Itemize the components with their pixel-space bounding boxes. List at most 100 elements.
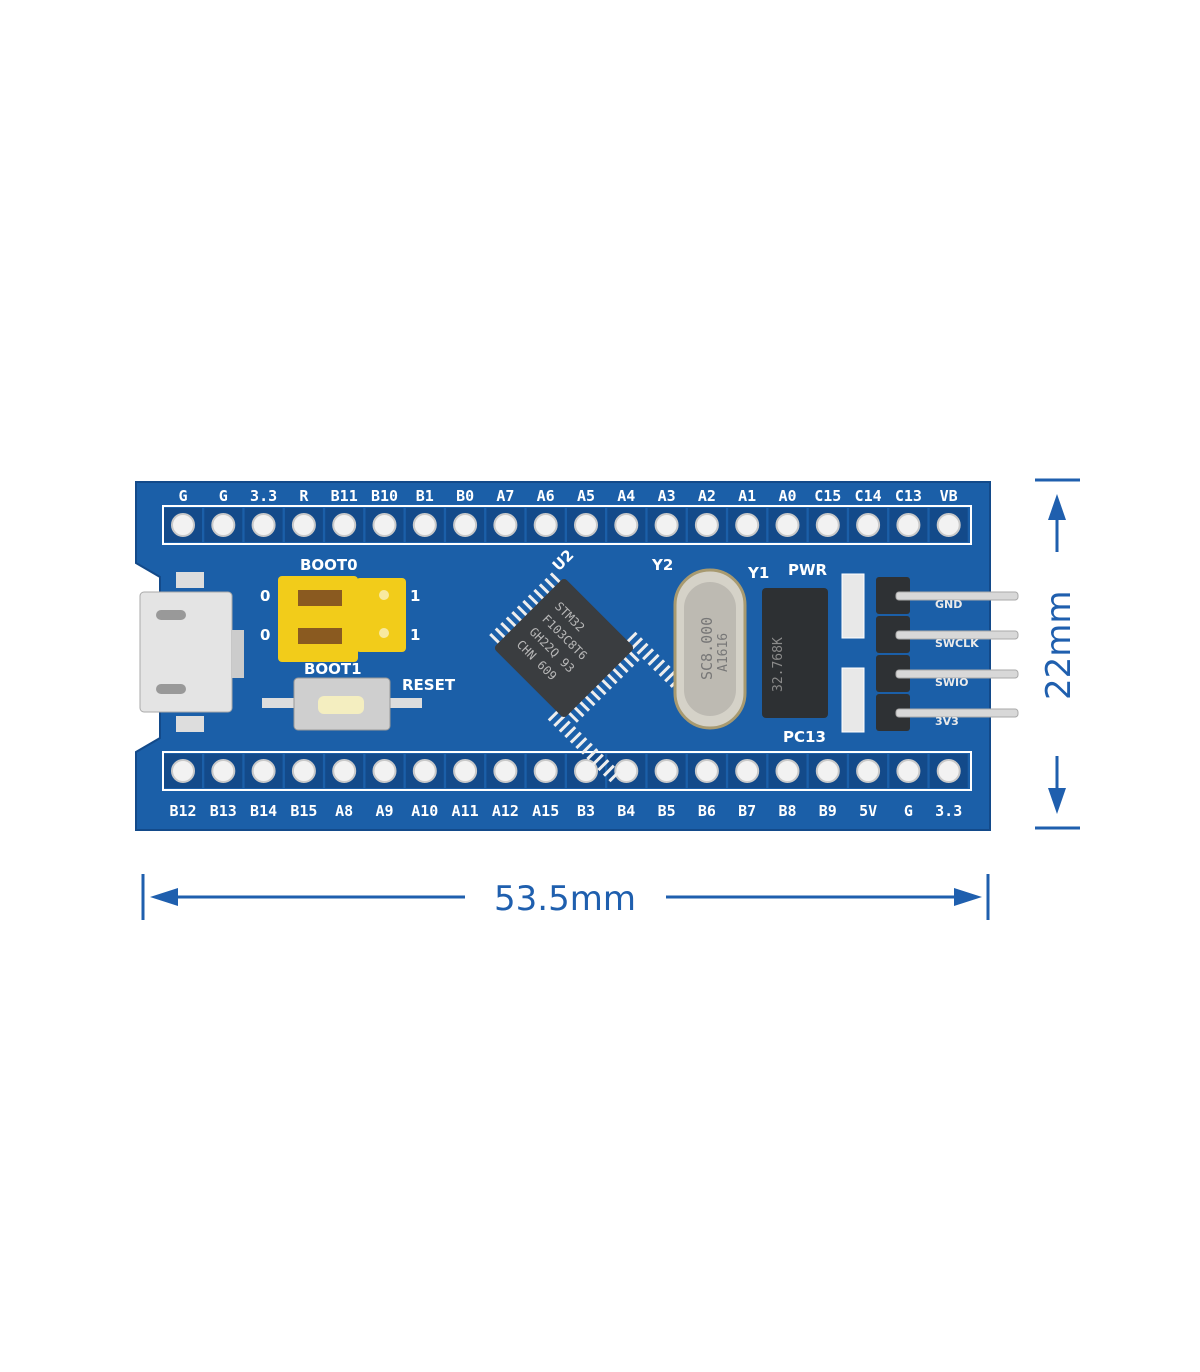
mcu-pin [658,664,671,677]
top-pin-label: G [178,487,187,505]
top-pin-hole [735,513,760,537]
bottom-pin-label: B5 [658,802,676,820]
boot1-label: BOOT1 [304,660,362,678]
top-pin-label: A7 [496,487,514,505]
top-pin-hole [936,513,961,537]
bottom-pin-label: 3.3 [935,802,962,820]
top-pin-hole [694,513,719,537]
y2-label: Y2 [651,556,673,574]
top-pin-hole [332,513,357,537]
mcu-pin [653,659,666,672]
crystal-marking: SC8.000 [698,617,716,680]
mcu-pin [594,683,607,696]
jumper-1-bottom: 1 [410,626,420,644]
bottom-pin-label: B14 [250,802,277,820]
height-label: 22mm [1039,590,1079,700]
pwr-label: PWR [788,561,828,579]
jumper-0-top: 0 [260,587,270,605]
bottom-pin-label: B6 [698,802,716,820]
pc13-label: PC13 [783,728,826,746]
jumper-1-top: 1 [410,587,420,605]
bottom-pin-label: B15 [290,802,317,820]
top-pin-hole [372,513,397,537]
top-pin-hole [493,513,518,537]
bottom-pin-hole [412,759,437,783]
top-pin-label: C14 [855,487,882,505]
top-pin-hole [856,513,881,537]
width-label: 53.5mm [494,879,636,919]
mcu-pin [591,753,604,766]
top-pin-hole [291,513,316,537]
swd-pin-label: SWIO [935,676,969,689]
swd-pin-label: GND [935,598,962,611]
mcu-pin [533,588,546,601]
bottom-pin-hole [574,759,598,783]
top-pin-hole [251,513,276,537]
mcu-pin [494,627,507,640]
micro-usb-port [139,572,244,732]
pc13-led [841,667,865,733]
top-pin-label: A3 [658,487,676,505]
top-pin-label: VB [940,487,958,505]
mcu-pin [631,637,644,650]
bottom-pin-hole [815,759,840,783]
bottom-pin-label: B8 [778,802,796,820]
bottom-pin-label: A10 [411,802,438,820]
top-pin-hole [533,513,558,537]
top-pin-hole [654,513,679,537]
mcu-pin [625,631,638,644]
swd-pin-housing [876,616,910,653]
bottom-pin-label: A8 [335,802,353,820]
pwr-led [841,573,865,639]
bottom-pin-label: G [904,802,913,820]
mcu-pin [516,605,529,618]
bottom-pin-hole [936,759,961,783]
mcu-pin [553,715,566,728]
reset-label: RESET [402,676,456,694]
top-pin-label: A6 [537,487,555,505]
top-pin-hole [211,513,236,537]
mcu-pin [511,610,524,623]
mcu-pin [602,764,615,777]
top-pin-hole [574,513,598,537]
mcu-pin [636,642,649,655]
mcu-pin [569,731,582,744]
swd-pin-housing [876,694,910,731]
swd-pin [895,591,1019,601]
bottom-pin-hole [614,759,639,783]
top-pin-label: C15 [814,487,841,505]
bottom-pin-label: B3 [577,802,595,820]
top-pin-label: A5 [577,487,595,505]
mcu-pin [642,648,655,661]
bottom-pin-label: B13 [210,802,237,820]
bottom-pin-hole [453,759,478,783]
bottom-pin-hole [291,759,316,783]
bottom-pin-label: B4 [617,802,635,820]
top-pin-label: B11 [331,487,358,505]
bottom-pin-hole [856,759,881,783]
mcu-pin [664,670,677,683]
mcu-pin [544,577,557,590]
top-pin-hole [412,513,437,537]
mcu-pin [600,677,613,690]
crystal-8mhz: SC8.000 A1616 [673,568,747,730]
bottom-pin-label: A9 [375,802,393,820]
top-pin-hole [775,513,800,537]
top-pin-label: A1 [738,487,756,505]
mcu-pin [580,742,593,755]
mcu-pin [527,594,540,607]
bottom-pin-hole [251,759,276,783]
bottom-pin-hole [775,759,800,783]
bottom-pin-label: B7 [738,802,756,820]
mcu-pin [627,650,640,663]
top-pin-label: R [299,487,309,505]
bottom-pin-hole [171,759,195,783]
top-header-strip [162,505,972,545]
top-pin-hole [171,513,195,537]
mcu-pin [616,661,629,674]
swd-pin-housing [876,655,910,692]
mcu-pin [500,621,513,634]
swd-pin [895,708,1019,718]
mcu-pin [589,688,602,701]
